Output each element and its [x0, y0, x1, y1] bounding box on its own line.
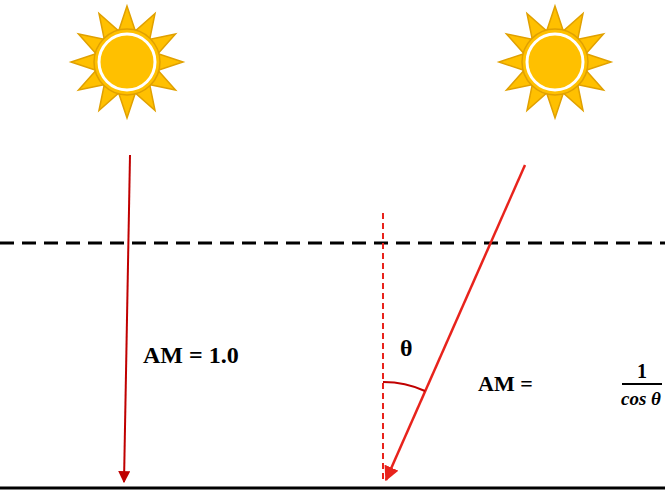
- atmosphere-boundary: [0, 242, 665, 245]
- ground-line: [0, 487, 665, 490]
- vertical-sun-ray: [124, 155, 130, 482]
- angle-symbol: θ: [400, 336, 413, 360]
- fraction-bar: [622, 383, 662, 385]
- fraction-denominator: cos θ: [621, 389, 661, 408]
- oblique-sun-ray: [386, 165, 525, 480]
- sun-icon: [71, 6, 183, 118]
- fraction-numerator: 1: [637, 361, 647, 381]
- air-mass-label: AM =: [478, 373, 533, 395]
- sun-icon: [499, 6, 611, 118]
- angle-arc: [383, 382, 425, 391]
- zenith-normal: [382, 213, 384, 482]
- air-mass-label: AM = 1.0: [143, 343, 239, 367]
